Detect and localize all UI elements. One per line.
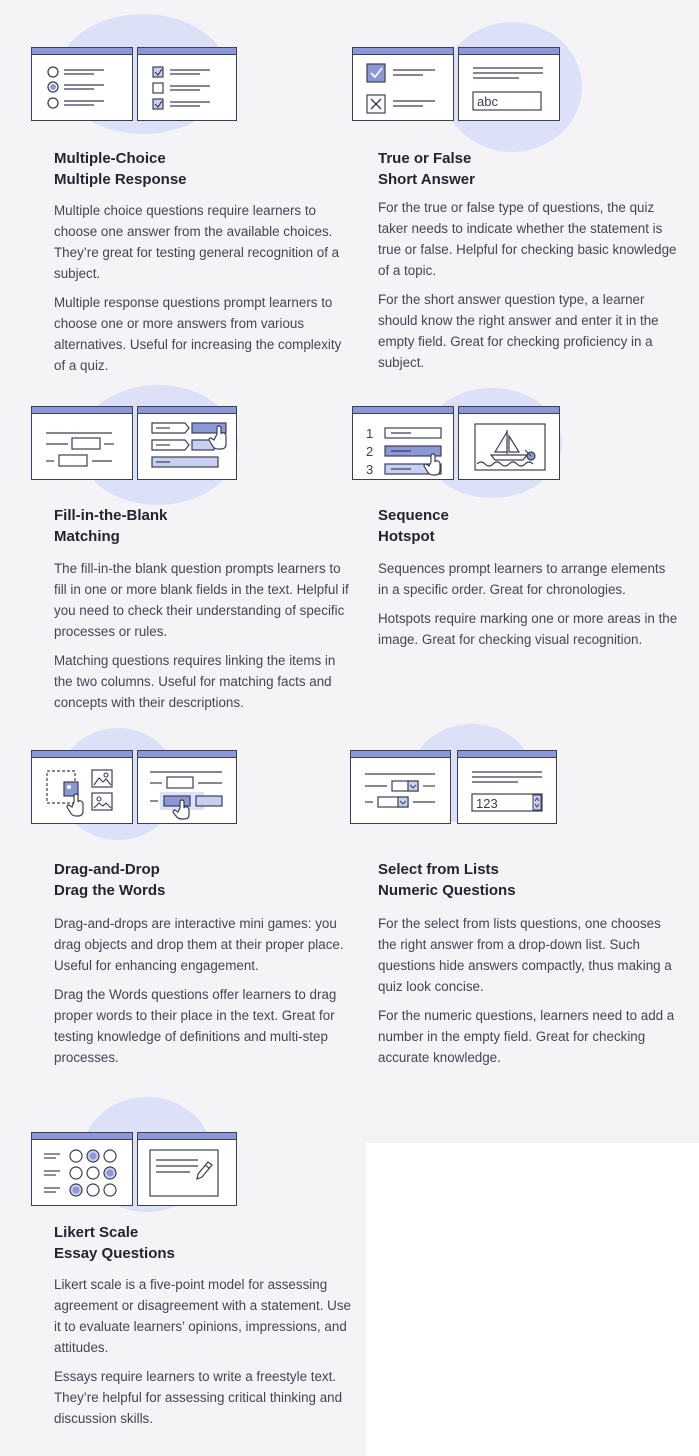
fill-blank-icon — [46, 432, 114, 467]
blank-area — [366, 1143, 699, 1456]
number-1: 1 — [366, 426, 373, 441]
window-left — [31, 406, 133, 480]
input-value: 123 — [476, 796, 498, 811]
window-left — [31, 750, 133, 824]
card-description: Likert scale is a five-point model for a… — [54, 1274, 354, 1437]
card-description: Multiple choice questions require learne… — [54, 200, 354, 384]
window-right — [458, 406, 560, 480]
window-right: 123 — [457, 750, 557, 824]
numeric-input-icon: 123 — [471, 771, 543, 812]
description-2: For the numeric questions, learners need… — [378, 1008, 675, 1065]
select-list-icon — [365, 773, 435, 808]
sequence-icon: 1 2 3 — [366, 426, 442, 477]
window-left — [31, 1132, 133, 1206]
number-3: 3 — [366, 462, 373, 477]
window-left: 1 2 3 — [352, 406, 454, 480]
card-title: Select from Lists Numeric Questions — [378, 861, 516, 899]
drag-words-icon — [150, 771, 223, 820]
description-1: Multiple choice questions require learne… — [54, 203, 340, 281]
card-likert: Likert Scale Essay Questions Likert scal… — [28, 1097, 351, 1437]
window-right — [137, 1132, 237, 1206]
card-true-false: abc True or False Short Answer For the t… — [352, 14, 676, 384]
description-2: Essays require learners to write a frees… — [54, 1369, 343, 1426]
card-title: Likert Scale Essay Questions — [54, 1224, 175, 1262]
card-description: For the true or false type of questions,… — [378, 197, 678, 381]
description-2: Drag the Words questions offer learners … — [54, 987, 337, 1065]
window-right — [137, 406, 237, 480]
true-false-icon — [366, 63, 435, 114]
description-2: Multiple response questions prompt learn… — [54, 295, 342, 373]
description-1: Likert scale is a five-point model for a… — [54, 1277, 351, 1355]
card-title: Multiple-Choice Multiple Response — [54, 150, 187, 188]
hotspot-icon — [474, 423, 546, 471]
matching-icon — [151, 422, 227, 468]
card-description: Drag-and-drops are interactive mini game… — [54, 913, 354, 1076]
description-2: Matching questions requires linking the … — [54, 653, 336, 710]
description-2: For the short answer question type, a le… — [378, 292, 659, 370]
card-description: Sequences prompt learners to arrange ele… — [378, 558, 678, 658]
card-title: Sequence Hotspot — [378, 507, 449, 545]
window-right — [137, 47, 237, 121]
window-left — [350, 750, 451, 824]
input-value: abc — [477, 94, 498, 109]
radio-icon — [47, 66, 104, 109]
text-input-icon: abc — [472, 67, 543, 111]
card-select-lists: 123 Select from Lists Numeric Questions … — [350, 724, 674, 1094]
card-multiple-choice: Multiple-Choice Multiple Response Multip… — [28, 14, 348, 384]
checkbox-icon — [152, 66, 210, 110]
description-2: Hotspots require marking one or more are… — [378, 611, 678, 647]
card-description: For the select from lists questions, one… — [378, 913, 678, 1076]
window-left — [352, 47, 454, 121]
description-1: For the select from lists questions, one… — [378, 916, 672, 994]
drag-drop-icon — [46, 769, 113, 817]
description-1: For the true or false type of questions,… — [378, 200, 677, 278]
window-right: abc — [458, 47, 560, 121]
card-title: Fill-in-the-Blank Matching — [54, 507, 168, 545]
window-left — [31, 47, 133, 121]
card-fill-blank: Fill-in-the-Blank Matching The fill-in-t… — [28, 380, 349, 720]
number-2: 2 — [366, 444, 373, 459]
card-title: True or False Short Answer — [378, 150, 475, 188]
description-1: The fill-in-the blank question prompts l… — [54, 561, 349, 639]
window-right — [137, 750, 237, 824]
likert-scale-icon — [44, 1149, 117, 1197]
card-title: Drag-and-Drop Drag the Words — [54, 861, 166, 899]
card-sequence: 1 2 3 Sequence Hotspot Sequences — [352, 380, 677, 720]
description-1: Sequences prompt learners to arrange ele… — [378, 561, 666, 597]
essay-icon — [149, 1149, 219, 1197]
card-description: The fill-in-the blank question prompts l… — [54, 558, 354, 721]
card-drag-drop: Drag-and-Drop Drag the Words Drag-and-dr… — [28, 724, 348, 1094]
description-1: Drag-and-drops are interactive mini game… — [54, 916, 344, 973]
